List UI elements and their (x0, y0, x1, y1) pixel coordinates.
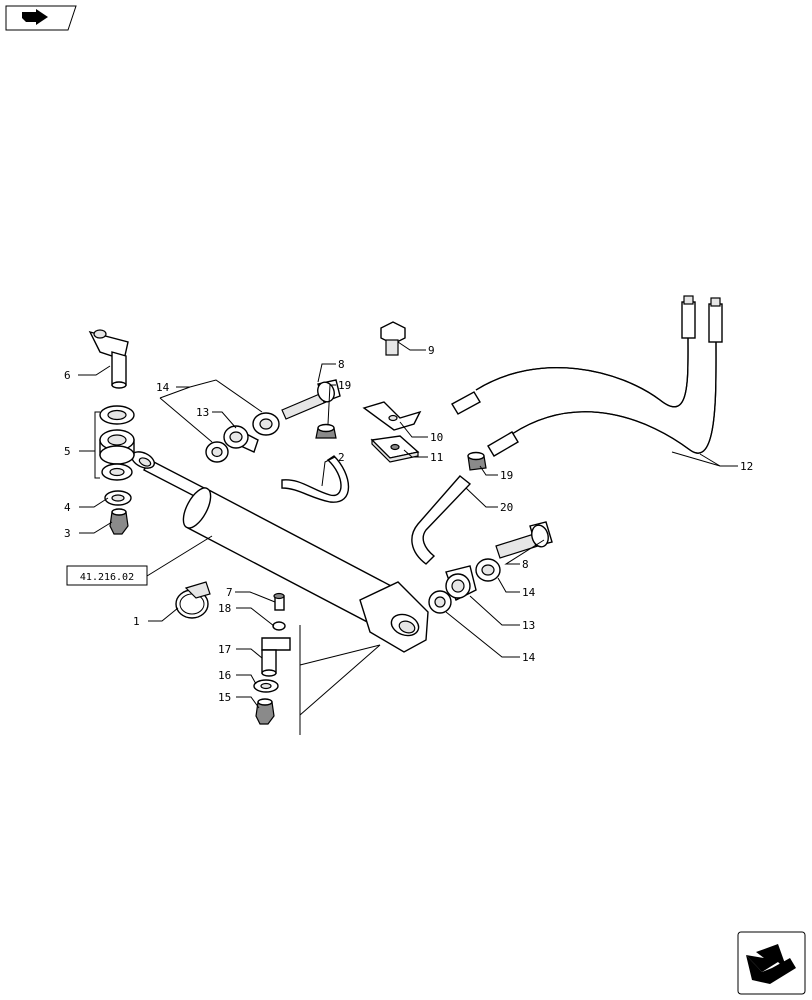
callout-19-upper: 19 (338, 379, 351, 392)
part-17-pin (261, 637, 291, 677)
callout-18: 18 (218, 602, 231, 615)
part-10-bracket (362, 401, 422, 431)
callout-15: 15 (218, 691, 231, 704)
reference-box-text: 41.216.02 (80, 572, 134, 583)
callout-17: 17 (218, 643, 231, 656)
part-3-grease-fitting (109, 508, 129, 535)
callout-3: 3 (64, 527, 71, 540)
part-14-washer-upper-a (252, 412, 280, 436)
callout-leaders (78, 341, 738, 709)
part-19-fitting-lower (467, 451, 487, 471)
part-12-hydraulic-hoses (451, 295, 723, 457)
part-15-grease-fitting (255, 698, 275, 725)
callout-7: 7 (226, 586, 233, 599)
part-7-bolt (273, 592, 285, 611)
callout-14-upper: 14 (156, 381, 170, 394)
part-19-fitting-upper (315, 423, 337, 439)
part-20-pipe (411, 475, 472, 565)
callout-8-lower: 8 (522, 558, 529, 571)
part-4-washer-hole (111, 494, 125, 502)
callout-labels: 6 5 4 3 1 7 18 17 16 15 14 13 8 19 9 10 … (64, 344, 753, 704)
callout-16: 16 (218, 669, 231, 682)
part-16-washer (253, 679, 279, 693)
previous-page-arrow-icon[interactable] (5, 5, 77, 31)
part-8-bolt-lower (495, 521, 553, 559)
part-5-bushings (99, 405, 135, 481)
hydraulic-cylinder (131, 451, 429, 653)
callout-6: 6 (64, 369, 71, 382)
callout-19-lower: 19 (500, 469, 513, 482)
callout-2: 2 (338, 451, 345, 464)
frame-lines (299, 625, 381, 735)
callout-12: 12 (740, 460, 753, 473)
callout-20: 20 (500, 501, 513, 514)
callout-4: 4 (64, 501, 71, 514)
callout-11: 11 (430, 451, 443, 464)
reference-box[interactable]: 41.216.02 (66, 535, 213, 586)
callout-5: 5 (64, 445, 71, 458)
callout-10: 10 (430, 431, 443, 444)
callout-14-lower-b: 14 (522, 651, 536, 664)
callout-13-lower: 13 (522, 619, 535, 632)
part-18-washer (272, 621, 286, 631)
callout-8-upper: 8 (338, 358, 345, 371)
part-6-pin (88, 329, 129, 389)
part-14-washer-lower-a (475, 558, 501, 582)
next-page-arrow-icon[interactable] (737, 931, 806, 995)
part-14-washer-upper-b (205, 441, 229, 463)
part-2-hose (281, 455, 350, 503)
part-13-spacer-lower (445, 565, 477, 601)
callout-9: 9 (428, 344, 435, 357)
part-11-plate (370, 435, 420, 463)
callout-13-upper: 13 (196, 406, 209, 419)
callout-14-lower-a: 14 (522, 586, 536, 599)
part-8-bolt-upper (281, 379, 341, 420)
part-9-bolt (380, 321, 406, 356)
callout-1: 1 (133, 615, 140, 628)
part-14-washer-lower-b (428, 590, 452, 614)
part-1-hose-clamp (175, 581, 211, 619)
part-13-spacer-upper (223, 425, 259, 453)
